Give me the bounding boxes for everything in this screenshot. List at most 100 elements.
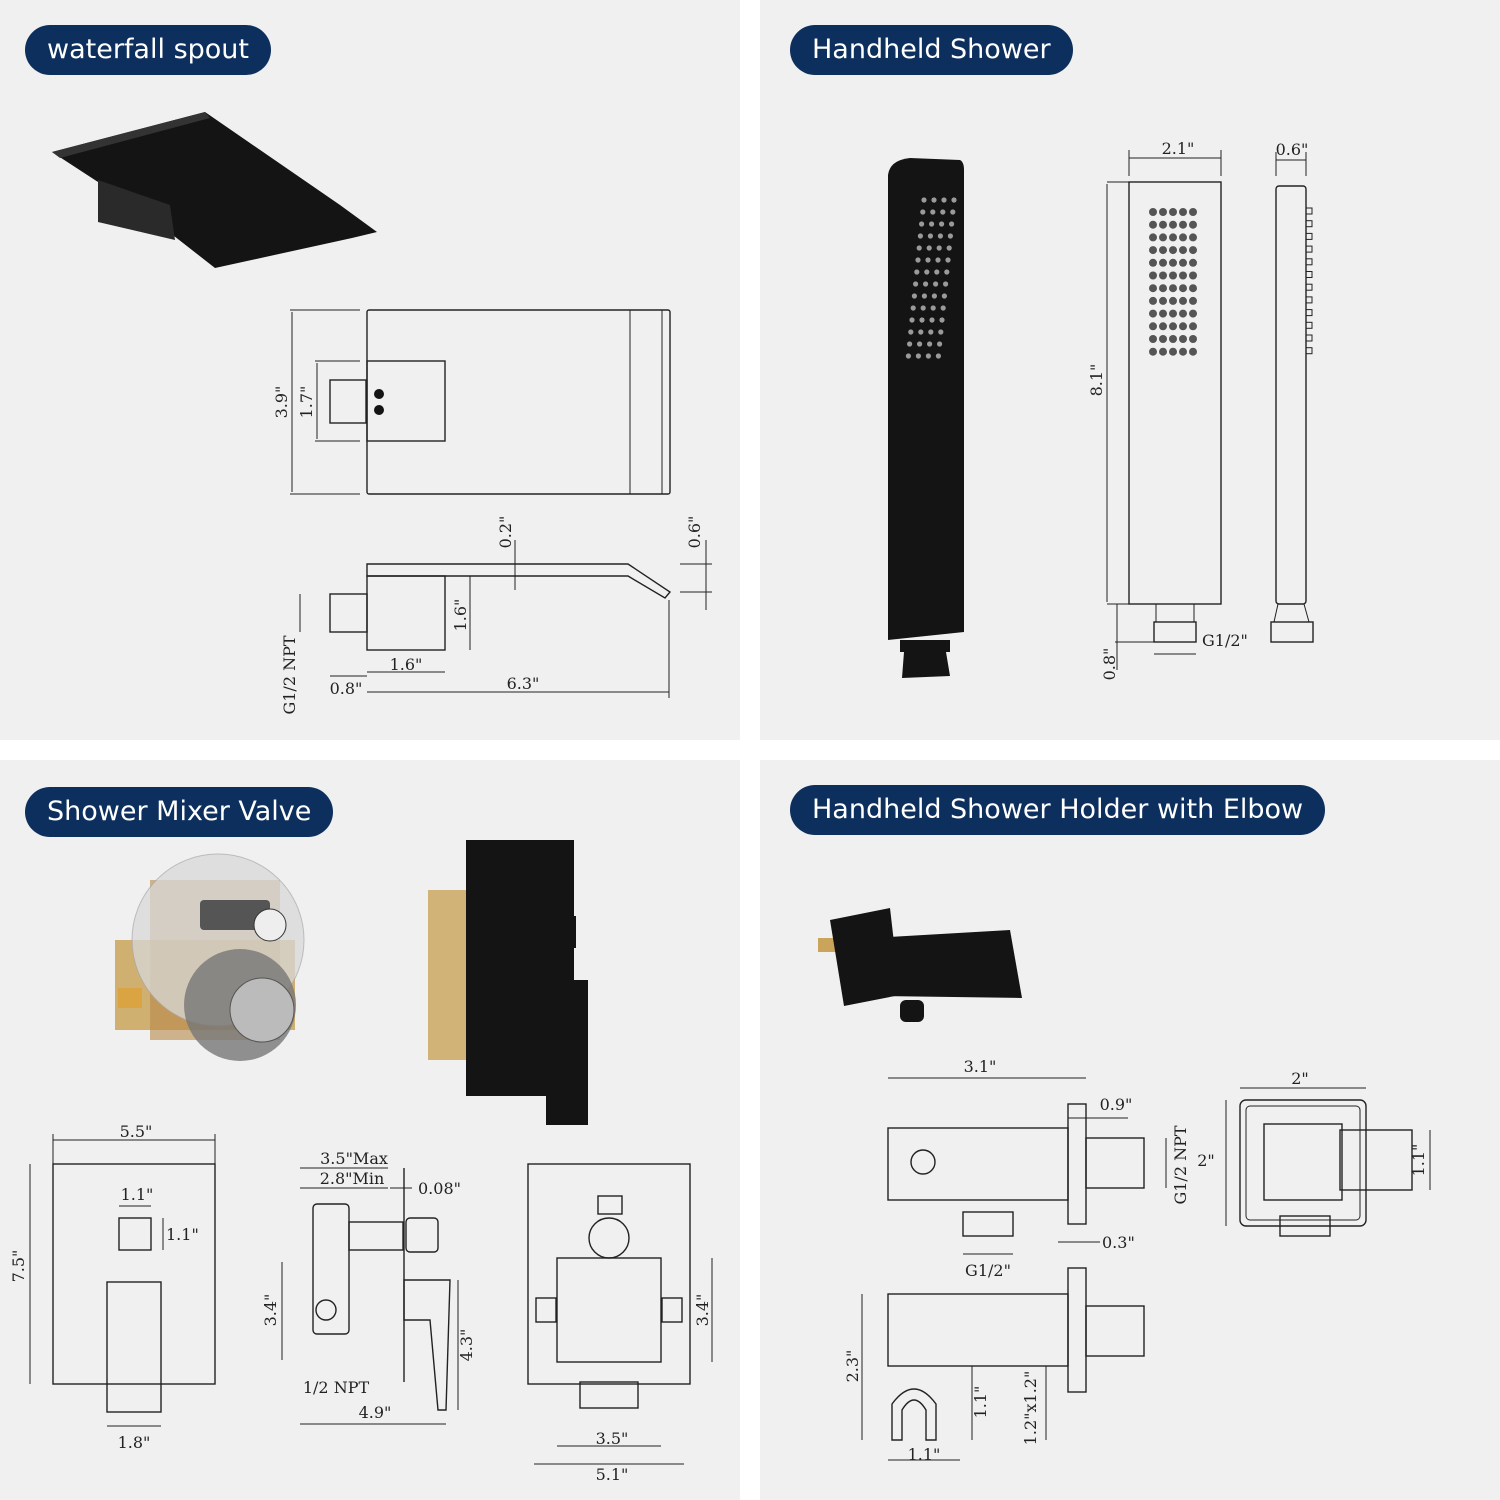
holder-elbow-title: Handheld Shower Holder with Elbow <box>790 785 1326 835</box>
dim-length: 6.3" <box>507 674 540 693</box>
nozzle-dot <box>917 233 923 239</box>
dim-depth-max: 3.5"Max <box>320 1149 388 1168</box>
nozzle-dot <box>907 341 913 347</box>
nozzle-dot <box>1189 233 1197 242</box>
nozzle-dot <box>1189 347 1197 356</box>
nozzle-tooth <box>1305 245 1313 253</box>
nozzle-dot <box>944 269 950 275</box>
dim-height-top: 3.9" <box>272 386 291 419</box>
nozzle-dot <box>1179 296 1187 305</box>
nozzle-dot <box>937 341 943 347</box>
nozzle-dot <box>951 197 957 203</box>
nozzle-dot <box>1149 208 1157 216</box>
nozzle-dot <box>933 281 939 287</box>
nozzle-dot <box>949 221 955 227</box>
spout-top-view: 3.9" 1.7" <box>272 309 671 495</box>
nozzle-dot <box>945 257 951 263</box>
nozzle-dot <box>916 245 922 251</box>
nozzle-dot <box>923 281 929 287</box>
nozzle-dot <box>917 341 923 347</box>
nozzle-dot <box>935 257 941 263</box>
valve-front-view: 5.5" 1.1" 1.1" 7.5" 1.8" <box>9 1122 216 1452</box>
valve-render-rough <box>115 853 305 1061</box>
dim-knob-h: 1.1" <box>166 1225 199 1244</box>
nozzle-dot <box>1149 347 1157 356</box>
nozzle-dot <box>1159 347 1167 356</box>
dim-length: 8.1" <box>1087 364 1106 397</box>
nozzle-dot <box>929 221 935 227</box>
nozzle-dot <box>938 329 944 335</box>
nozzle-dot <box>929 317 935 323</box>
nozzle-dot <box>941 293 947 299</box>
nozzle-dot <box>1179 233 1187 242</box>
nozzle-tooth <box>1305 347 1313 355</box>
valve-back-view: 3.4" 3.5" 5.1" <box>527 1163 713 1484</box>
nozzle-dot <box>1159 271 1167 280</box>
nozzle-tooth <box>1305 271 1313 278</box>
dim-holder-h: 2.3" <box>843 1350 862 1383</box>
mixer-valve-drawing: 5.5" 1.1" 1.1" 7.5" 1.8" 3.5"Max 2.8"Min… <box>9 840 713 1484</box>
handheld-shower-drawing: 2.1" 8.1" G1/2" 0.8" 0.6" <box>888 139 1314 680</box>
nozzle-dot <box>924 269 930 275</box>
dim-flange-t: 0.3" <box>1102 1233 1135 1252</box>
nozzle-dot <box>1179 335 1187 343</box>
waterfall-spout-title: waterfall spout <box>25 25 271 75</box>
nozzle-dot <box>930 305 936 311</box>
nozzle-dot <box>1179 347 1187 356</box>
nozzle-dot <box>913 281 919 287</box>
nozzle-dot <box>1159 322 1167 331</box>
nozzle-dot <box>1169 233 1177 242</box>
nozzle-dot <box>931 293 937 299</box>
dim-pipe: G1/2 NPT <box>280 635 299 714</box>
nozzle-dot <box>919 317 925 323</box>
nozzle-dot <box>908 329 914 335</box>
nozzle-dot <box>939 221 945 227</box>
nozzle-dot <box>1169 258 1177 267</box>
nozzle-dot <box>1159 335 1167 343</box>
nozzle-dot <box>928 329 934 335</box>
holder-plate-view: 2" 2" 1.1" <box>1197 1069 1431 1237</box>
nozzle-dot <box>1159 220 1167 229</box>
dim-body-height: 1.6" <box>451 599 470 632</box>
dim-length: 3.1" <box>964 1057 997 1076</box>
dim-back-w-inner: 3.5" <box>596 1429 629 1448</box>
nozzle-dot <box>1189 271 1197 280</box>
nozzle-tooth <box>1305 258 1313 266</box>
nozzle-dot <box>927 341 933 347</box>
nozzle-dot <box>1149 335 1157 343</box>
dim-flange: 0.9" <box>1100 1095 1133 1114</box>
mixer-valve-panel: Shower Mixer Valve <box>0 760 740 1500</box>
nozzle-dot <box>918 329 924 335</box>
handheld-shower-panel: Handheld Shower 2.1" 8.1" G1/2" <box>760 0 1500 740</box>
nozzle-dot <box>1189 208 1197 216</box>
nozzle-dot <box>915 353 921 359</box>
nozzle-dot <box>931 197 937 203</box>
render-nozzles <box>905 197 957 359</box>
holder-elbow-drawing: 3.1" 0.9" G1/2 NPT 0.3" G1/2" 2" 2" 1.1" <box>818 908 1431 1464</box>
dim-square: 1.1" <box>1409 1144 1428 1177</box>
nozzle-dot <box>941 197 947 203</box>
waterfall-spout-render <box>52 112 377 268</box>
nozzle-dot <box>1149 246 1157 255</box>
mixer-valve-title: Shower Mixer Valve <box>25 787 334 837</box>
nozzle-dot <box>935 353 941 359</box>
dim-side-width: 4.9" <box>359 1403 392 1422</box>
nozzle-dot <box>1159 208 1167 216</box>
nozzle-dot <box>1169 335 1177 343</box>
nozzle-dot <box>1189 335 1197 343</box>
nozzle-dot <box>1179 284 1187 293</box>
nozzle-dot <box>937 233 943 239</box>
nozzle-dot <box>1169 347 1177 356</box>
nozzle-dot <box>1159 258 1167 267</box>
dim-handle-w: 1.8" <box>118 1433 151 1452</box>
nozzle-dot <box>1149 258 1157 267</box>
nozzle-tooth <box>1305 220 1313 228</box>
nozzle-dot <box>1169 246 1177 255</box>
waterfall-spout-drawing: 3.9" 1.7" 0.2" 0.6" 1.6" G1/2 NPT 1.6" 0… <box>52 112 712 715</box>
nozzle-dot <box>1189 246 1197 255</box>
dim-handle-h: 4.3" <box>457 1329 476 1362</box>
dim-cradle-h: 1.1" <box>971 1386 990 1419</box>
nozzle-dot <box>1179 208 1187 216</box>
valve-side-view: 3.5"Max 2.8"Min 0.08" 3.4" 4.3" 1/2 NPT … <box>261 1149 476 1425</box>
shower-side-view: 0.6" <box>1270 140 1314 643</box>
